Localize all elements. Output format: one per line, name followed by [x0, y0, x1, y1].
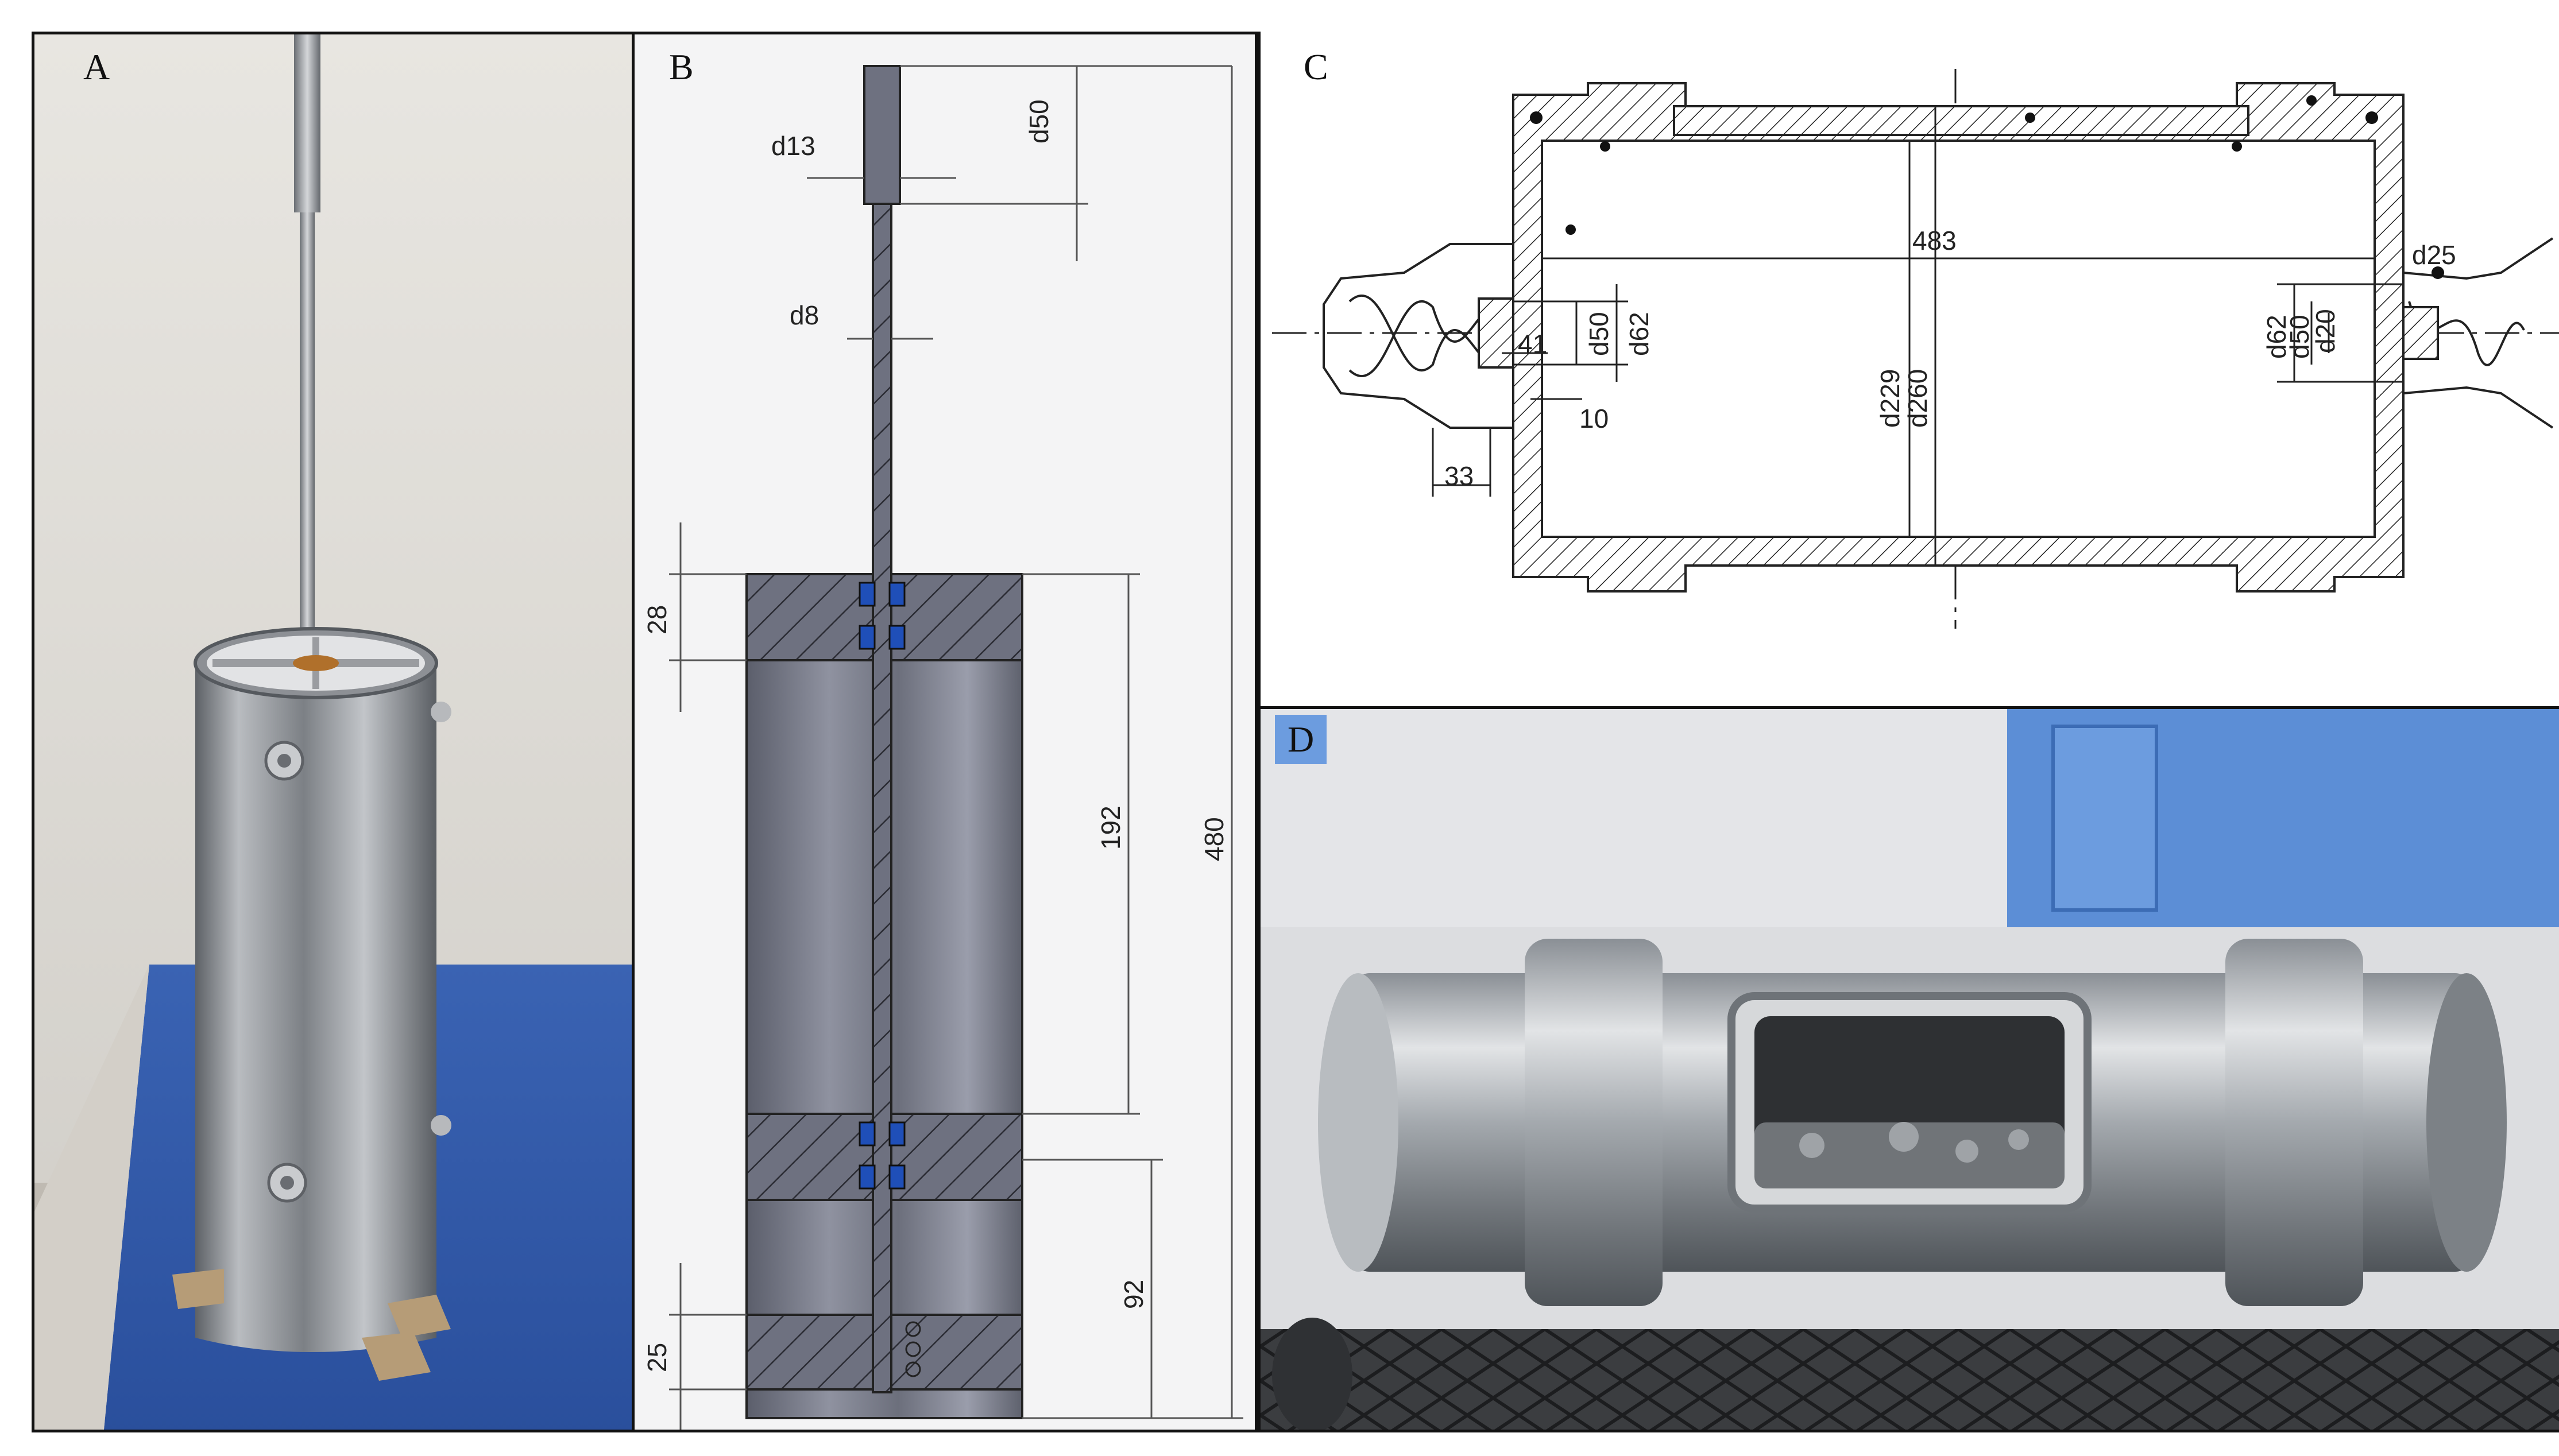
dim-10: 10 — [1579, 404, 1609, 433]
stirrer-section-drawing: d13 d50 d8 28 192 480 92 25 — [635, 34, 1255, 1430]
dim-d260: d260 — [1903, 369, 1932, 428]
dim-480: 480 — [1199, 817, 1229, 861]
dim-28: 28 — [642, 605, 672, 634]
panel-d-photo: D — [1258, 709, 2559, 1432]
dim-d13: d13 — [771, 131, 815, 161]
dim-41: 41 — [1518, 329, 1547, 359]
dim-d25: d25 — [2412, 240, 2456, 270]
dim-25: 25 — [642, 1343, 672, 1372]
drum-photo — [1261, 709, 2559, 1430]
dim-d50: d50 — [1024, 99, 1054, 144]
shaft — [872, 203, 892, 1393]
panel-label-b: B — [669, 47, 694, 87]
dim-right-d62: d62 — [2262, 315, 2291, 359]
panel-a-photo: A — [32, 32, 635, 1432]
dim-d229: d229 — [1875, 369, 1905, 428]
dim-left-d50: d50 — [1584, 312, 1614, 356]
dim-33: 33 — [1444, 461, 1474, 491]
drum-section-drawing: 483 d229 d260 d50 d62 41 10 33 d62 d50 d… — [1261, 32, 2559, 706]
dim-92: 92 — [1119, 1280, 1149, 1309]
panel-label-a: A — [83, 47, 110, 87]
panel-b-cad-section: d13 d50 d8 28 192 480 92 25 B — [635, 32, 1258, 1432]
dim-d8: d8 — [790, 300, 819, 330]
panel-c-drum-drawing: 483 d229 d260 d50 d62 41 10 33 d62 d50 d… — [1258, 32, 2559, 709]
dim-right-d20: d20 — [2310, 309, 2340, 353]
dim-483: 483 — [1912, 226, 1957, 255]
dim-192: 192 — [1096, 806, 1126, 850]
dim-right-d50: d50 — [2284, 315, 2314, 359]
panel-label-d: D — [1275, 715, 1327, 764]
panel-label-c: C — [1304, 47, 1328, 87]
cylinder-stirrer-photo — [34, 34, 632, 1430]
dim-left-d62: d62 — [1624, 312, 1654, 356]
